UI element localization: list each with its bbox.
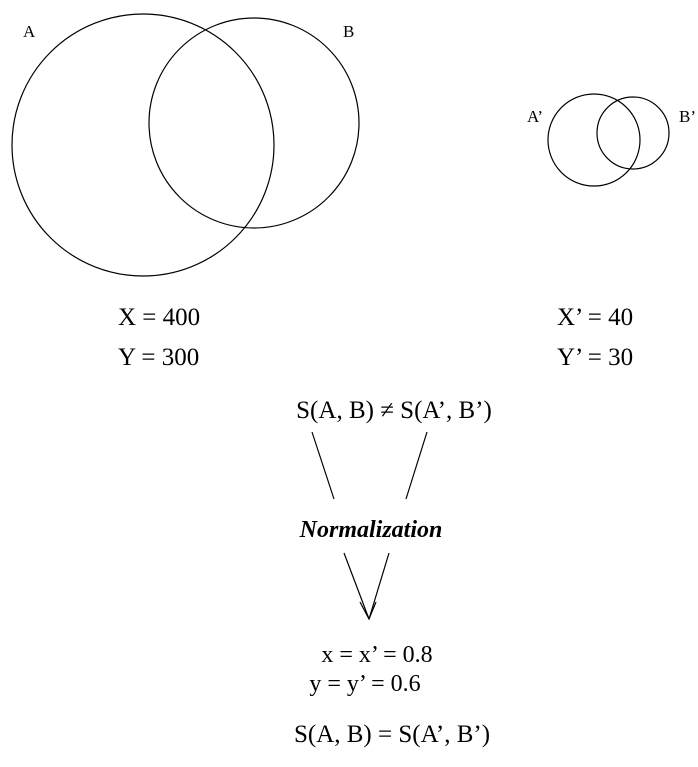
- inequality-statement: S(A, B) ≠ S(A’, B’): [296, 397, 492, 424]
- circle-b: [148, 17, 360, 229]
- circle-b-prime: [596, 96, 670, 170]
- normalization-label: Normalization: [299, 517, 443, 543]
- arrow-head-icon: [359, 601, 377, 621]
- circle-a-prime: [547, 93, 641, 187]
- label-b: B: [343, 22, 354, 41]
- arrow-line-right: [368, 552, 390, 620]
- venn-large: A B: [11, 13, 360, 277]
- equation-y: Y = 300: [118, 344, 199, 371]
- equation-x-prime: X’ = 40: [557, 304, 633, 331]
- label-a-prime: A’: [527, 107, 543, 126]
- line-left-to-normalization: [311, 431, 335, 500]
- venn-small: A’ B’: [527, 93, 696, 187]
- normalized-y: y = y’ = 0.6: [309, 671, 420, 697]
- equation-y-prime: Y’ = 30: [557, 344, 633, 371]
- label-b-prime: B’: [679, 107, 696, 126]
- arrow-line-left: [343, 552, 370, 620]
- circle-a: [11, 13, 275, 277]
- equation-x: X = 400: [118, 304, 200, 331]
- equality-statement: S(A, B) = S(A’, B’): [294, 721, 490, 748]
- line-right-to-normalization: [405, 431, 428, 500]
- normalized-x: x = x’ = 0.8: [321, 642, 432, 668]
- label-a: A: [23, 22, 36, 41]
